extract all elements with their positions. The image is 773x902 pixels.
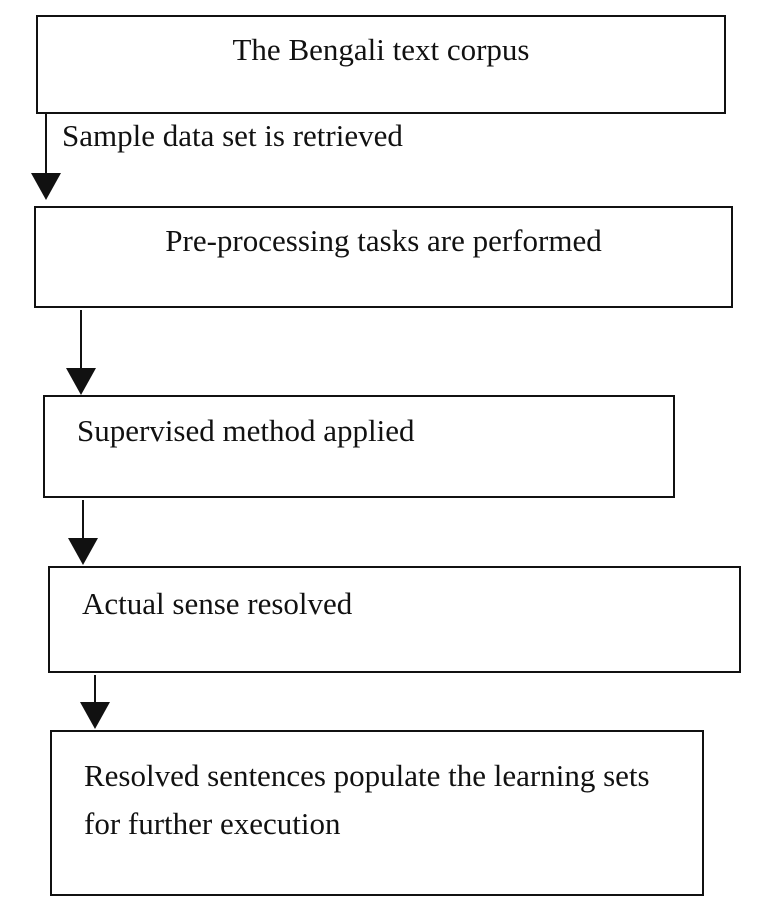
flow-box-actual-sense: Actual sense resolved (48, 566, 741, 673)
arrow-head-icon (66, 368, 96, 395)
arrow-down-3 (68, 500, 98, 565)
edge-label-sample-data: Sample data set is retrieved (62, 118, 403, 153)
arrow-line (45, 114, 47, 176)
flow-box-label: Resolved sentences populate the learning… (84, 758, 650, 842)
flow-box-resolved-sentences: Resolved sentences populate the learning… (50, 730, 704, 896)
arrow-down-4 (80, 675, 110, 729)
arrow-down-2 (66, 310, 96, 395)
arrow-down-1 (31, 114, 61, 200)
flow-box-label: Supervised method applied (77, 413, 415, 448)
flow-box-label: Pre-processing tasks are performed (165, 223, 602, 258)
flow-box-label: The Bengali text corpus (232, 32, 530, 67)
arrow-head-icon (68, 538, 98, 565)
arrow-line (82, 500, 84, 541)
flow-box-preprocessing: Pre-processing tasks are performed (34, 206, 733, 308)
arrow-head-icon (31, 173, 61, 200)
arrow-line (80, 310, 82, 371)
flow-box-bengali-corpus: The Bengali text corpus (36, 15, 726, 114)
arrow-head-icon (80, 702, 110, 729)
arrow-line (94, 675, 96, 705)
flow-box-supervised-method: Supervised method applied (43, 395, 675, 498)
flow-box-label: Actual sense resolved (82, 586, 353, 621)
